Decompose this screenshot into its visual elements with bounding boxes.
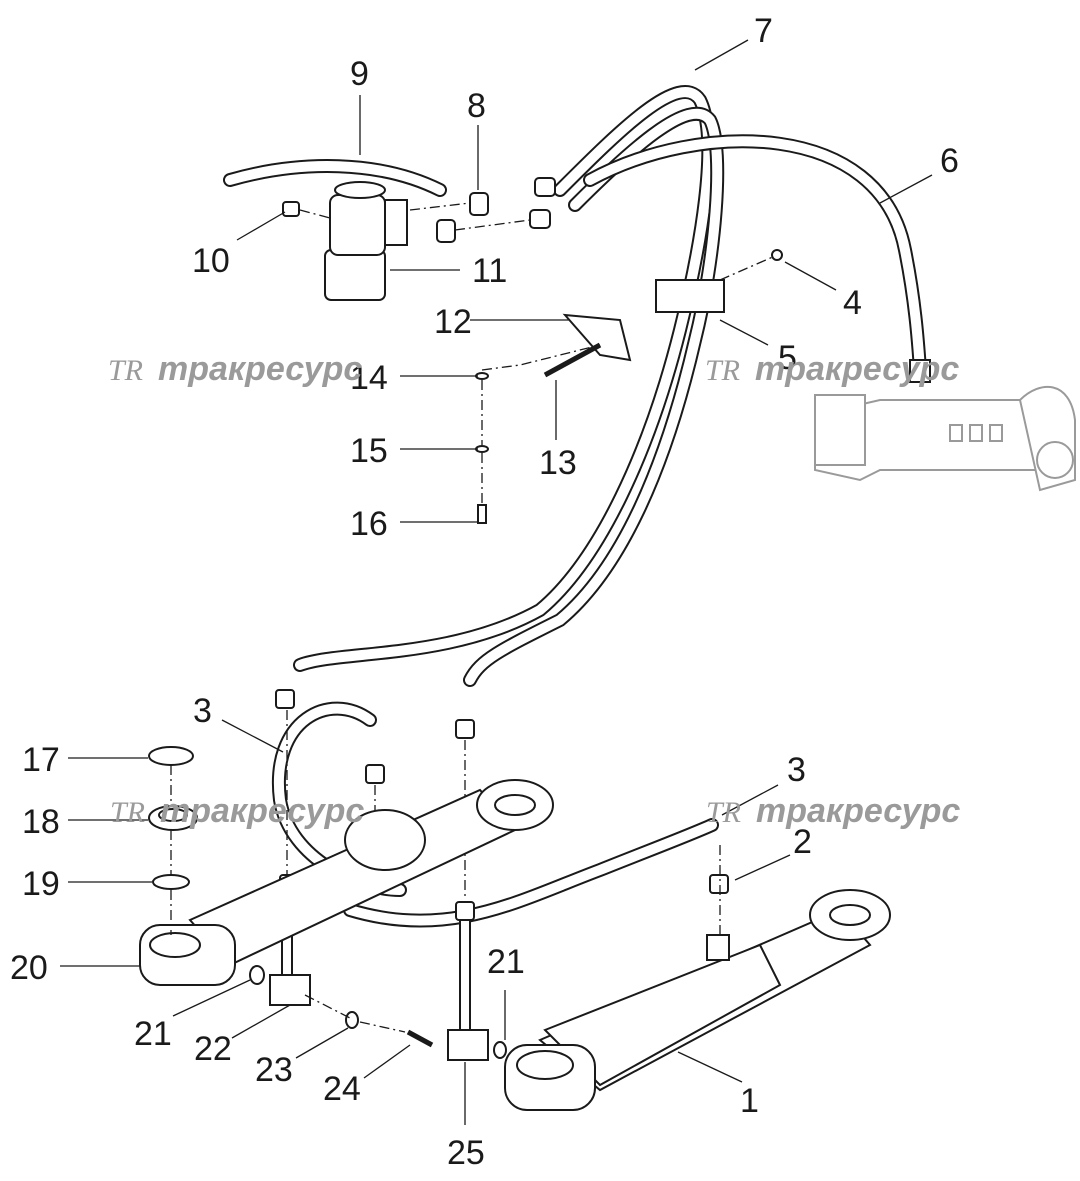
label-10: 10 [192, 242, 230, 280]
watermark-logo: TR [110, 796, 145, 829]
label-20: 20 [10, 949, 48, 987]
label-16: 16 [350, 505, 388, 543]
label-8: 8 [467, 87, 486, 125]
bracket-12 [562, 313, 632, 362]
watermark-text: тракресурс [755, 350, 959, 388]
hose-6 [583, 134, 931, 383]
label-15: 15 [350, 432, 388, 470]
seal-18 [148, 805, 198, 831]
label-18: 18 [22, 803, 60, 841]
label-1: 1 [740, 1082, 759, 1120]
o-ring-19 [152, 874, 190, 890]
label-6: 6 [940, 142, 959, 180]
steering-unit-11 [324, 181, 408, 301]
cylinder-20 [139, 779, 554, 986]
label-21-left: 21 [134, 1015, 172, 1053]
watermark-logo: TR [706, 796, 741, 829]
label-25: 25 [447, 1134, 485, 1172]
callout-labels: 7 6 4 5 12 9 8 10 11 14 15 16 13 3 3 2 1… [10, 12, 959, 1172]
label-2: 2 [793, 823, 812, 861]
label-14: 14 [350, 359, 388, 397]
label-19: 19 [22, 865, 60, 903]
label-5: 5 [778, 339, 797, 377]
watermark-1: TR тракресурс [108, 350, 362, 388]
label-23: 23 [255, 1051, 293, 1089]
hose-9 [223, 159, 447, 197]
fitting-10 [282, 201, 300, 217]
watermark-4: TR тракресурс [706, 792, 960, 830]
bolt-13 [543, 342, 602, 378]
label-13: 13 [539, 444, 577, 482]
watermark-logo: TR [108, 354, 143, 387]
watermark-3: TR тракресурс [110, 792, 364, 830]
screw-16 [477, 504, 487, 524]
bolt-24 [406, 1029, 434, 1048]
washer-23 [345, 1011, 359, 1029]
label-17: 17 [22, 741, 60, 779]
label-3-right: 3 [787, 751, 806, 789]
washer-21-left [249, 965, 265, 985]
label-22: 22 [194, 1030, 232, 1068]
hose-ends-upper [529, 177, 783, 261]
label-11: 11 [472, 252, 507, 290]
label-24: 24 [323, 1070, 361, 1108]
watermark-logo: TR [705, 354, 740, 387]
watermark-2: TR тракресурс [705, 350, 959, 388]
o-ring-17 [148, 746, 194, 766]
watermark-text: тракресурс [160, 792, 364, 830]
label-21-right: 21 [487, 943, 525, 981]
hose-3-right [343, 818, 719, 928]
label-4: 4 [843, 284, 862, 322]
label-9: 9 [350, 55, 369, 93]
hose-bundle-7 [293, 85, 725, 687]
washer-21-right [493, 1041, 507, 1059]
label-12: 12 [434, 303, 472, 341]
watermark-text: тракресурс [756, 792, 960, 830]
label-7: 7 [754, 12, 773, 50]
label-3-left: 3 [193, 692, 212, 730]
axle-housing-ghost [814, 385, 1076, 492]
hose-clamp-5 [655, 279, 725, 313]
watermark-text: тракресурс [158, 350, 362, 388]
fitting-8 [436, 192, 489, 243]
leader-lines [60, 39, 933, 1125]
cylinder-1 [504, 889, 891, 1111]
